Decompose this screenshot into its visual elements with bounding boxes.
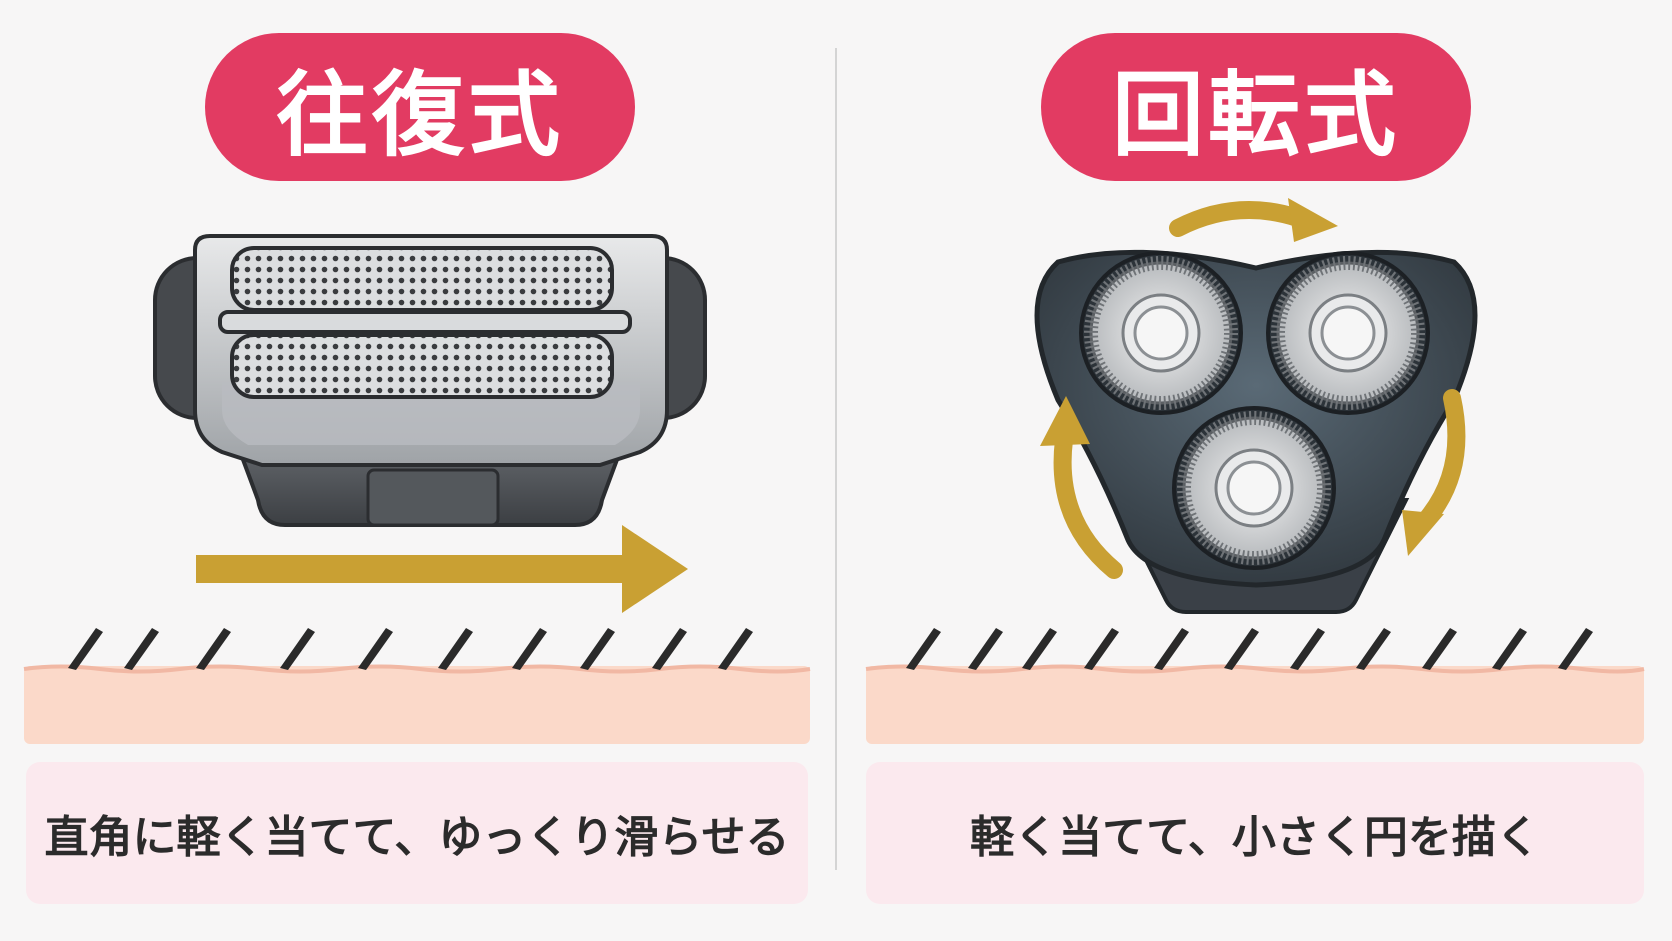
skin-cross-section (23, 664, 811, 744)
hair-strands (68, 628, 753, 670)
panel-rotary: 回転式 (836, 0, 1672, 941)
usage-caption-reciprocating: 直角に軽く当てて、ゆっくり滑らせる (26, 762, 808, 904)
rotary-blade-3 (1172, 406, 1336, 570)
reciprocating-shaver-illustration (23, 234, 811, 744)
rotary-shaver-illustration (865, 198, 1645, 744)
hair-strands (906, 628, 1593, 670)
rotation-arrow-icon (1053, 201, 1466, 579)
foil-shaver-head (153, 234, 707, 527)
type-label-reciprocating: 往復式 (205, 33, 635, 181)
rotary-blade-1 (1079, 251, 1243, 415)
type-label-rotary: 回転式 (1041, 33, 1471, 181)
usage-caption-rotary: 軽く当てて、小さく円を描く (866, 762, 1644, 904)
panel-divider (835, 48, 837, 870)
rotary-blade-2 (1266, 251, 1430, 415)
panel-reciprocating: 往復式 (23, 33, 811, 904)
skin-cross-section (865, 664, 1645, 744)
arrow-right-icon (196, 525, 688, 613)
